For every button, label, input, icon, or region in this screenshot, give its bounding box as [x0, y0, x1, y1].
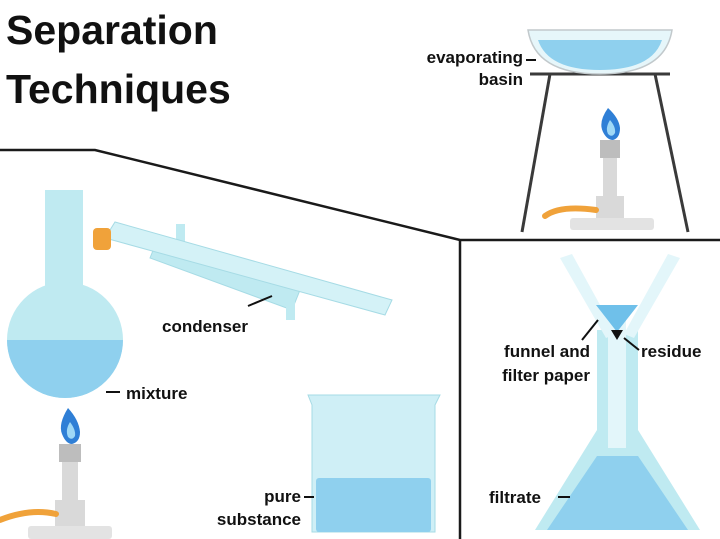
bunsen-burner-left [0, 408, 112, 539]
bunsen-burner-top [542, 108, 654, 230]
filtration-setup: funnel and filter paper residue filtrate [489, 254, 701, 530]
mixture-label: mixture [126, 384, 187, 403]
flask-neck [45, 190, 83, 290]
funnel-stem [608, 318, 626, 448]
basin-liquid [538, 40, 662, 70]
evaporating-basin-label-1: evaporating [427, 48, 523, 67]
filtrate-liquid [547, 456, 688, 530]
flask-mixture [7, 340, 123, 398]
pure-label-1: pure [264, 487, 301, 506]
delivery-tube [104, 221, 393, 316]
gas-tube [542, 205, 599, 219]
evaporation-setup: evaporating basin [427, 29, 690, 233]
condenser-port-top [176, 224, 185, 244]
funnel-arm-left [560, 254, 616, 338]
residue-pointer [623, 337, 640, 351]
condenser-port-bottom [286, 300, 295, 320]
filter-paper [596, 305, 638, 332]
evaporating-basin-label-2: basin [479, 70, 523, 89]
funnel-pointer [581, 319, 599, 341]
title-line-2: Techniques [6, 66, 231, 112]
condenser-label: condenser [162, 317, 248, 336]
gas-tube [0, 509, 59, 523]
funnel-label-1: funnel and [504, 342, 590, 361]
pure-substance-liquid [316, 478, 431, 532]
funnel-label-2: filter paper [502, 366, 590, 385]
condenser-pointer [247, 295, 273, 307]
residue-label: residue [641, 342, 701, 361]
top-divider [0, 148, 720, 242]
panel-dividers [0, 148, 720, 539]
distillation-setup: condenser mixture pure substance [0, 190, 441, 539]
funnel-arm-right [624, 254, 680, 338]
filtrate-label: filtrate [489, 488, 541, 507]
residue [611, 330, 623, 340]
flame-inner-icon [66, 422, 76, 439]
flame-inner-icon [606, 120, 616, 136]
pure-label-2: substance [217, 510, 301, 529]
title-line-1: Separation [6, 7, 218, 53]
stopper [93, 228, 111, 250]
